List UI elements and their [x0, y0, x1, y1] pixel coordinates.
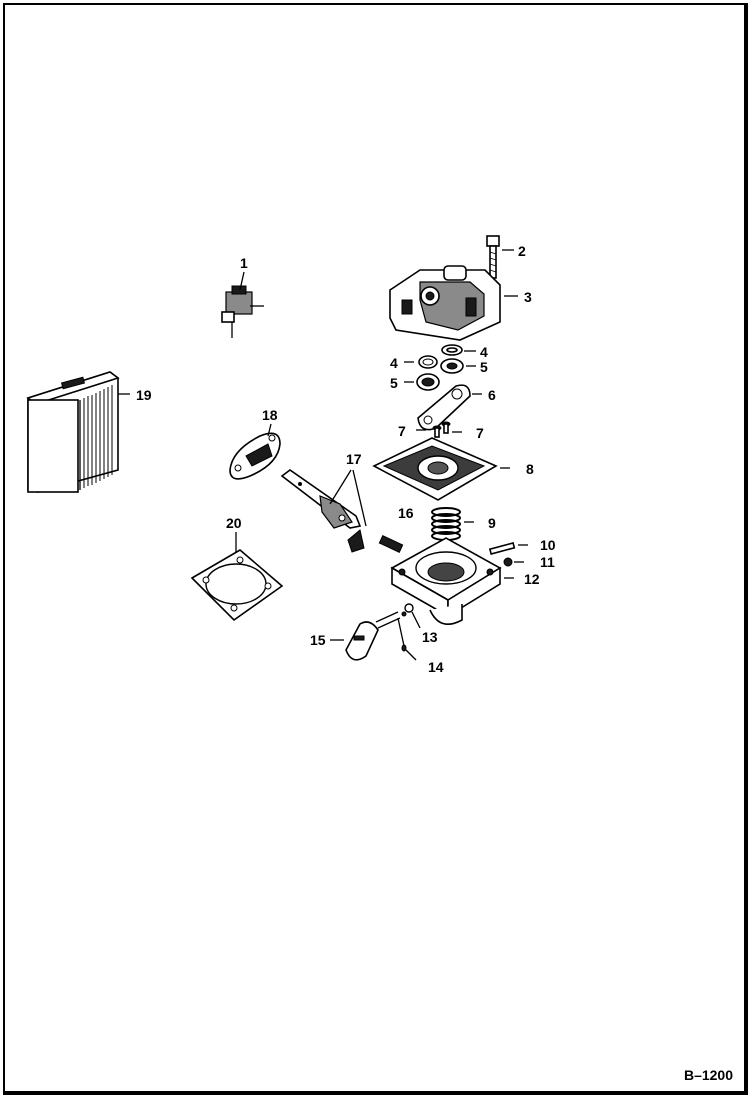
- callout-16: 16: [398, 505, 414, 521]
- callout-17: 17: [346, 451, 362, 467]
- callout-4-left: 4: [390, 355, 398, 371]
- callout-6: 6: [488, 387, 496, 403]
- callout-1: 1: [240, 255, 248, 271]
- part-12-carburetor-body: [390, 537, 502, 626]
- part-8-diaphragm: [372, 437, 498, 501]
- part-5-washer-right: [440, 358, 464, 374]
- part-3-cover: [389, 265, 501, 341]
- part-9-spring: [431, 507, 461, 541]
- part-4-seal-left: [418, 355, 438, 369]
- part-17-shaft-lever: [280, 469, 362, 529]
- part-19-filter-block: [26, 371, 120, 493]
- part-20-flange-gasket: [190, 549, 284, 622]
- callout-13: 13: [422, 629, 438, 645]
- callout-7-right: 7: [476, 425, 484, 441]
- callout-20: 20: [226, 515, 242, 531]
- part-14-screw: [397, 617, 407, 652]
- callout-18: 18: [262, 407, 278, 423]
- part-7-screw-left: [432, 425, 442, 438]
- part-6-lever-plate: [417, 384, 471, 431]
- callout-10: 10: [540, 537, 556, 553]
- callout-4-right: 4: [480, 344, 488, 360]
- part-11-nut: [503, 557, 513, 567]
- drawing-frame: [3, 3, 748, 1095]
- callout-5-left: 5: [390, 375, 398, 391]
- callout-3: 3: [524, 289, 532, 305]
- callout-2: 2: [518, 243, 526, 259]
- part-10-pin: [488, 541, 516, 555]
- part-16-spring-pin: [347, 529, 404, 553]
- part-7-screw-right: [441, 421, 451, 434]
- callout-12: 12: [524, 571, 540, 587]
- part-13-washer: [401, 603, 414, 617]
- callout-labels: 1 2 3 4 4 5 5 6 7 7 8 9 10 11 12 13 14 1…: [136, 243, 556, 675]
- leader-lines: [118, 249, 528, 661]
- callout-14: 14: [428, 659, 444, 675]
- part-15-throttle-plate: [345, 611, 401, 661]
- part-1-switch: [221, 285, 264, 338]
- part-5-washer-left: [416, 373, 440, 391]
- callout-19: 19: [136, 387, 152, 403]
- callout-8: 8: [526, 461, 534, 477]
- callout-5-right: 5: [480, 359, 488, 375]
- callout-7-left: 7: [398, 423, 406, 439]
- part-4-seal-right: [441, 344, 463, 356]
- callout-15: 15: [310, 632, 326, 648]
- part-2-screw: [486, 235, 500, 279]
- callout-11: 11: [540, 554, 555, 570]
- part-18-gasket: [229, 432, 281, 480]
- figure-id: B–1200: [683, 1067, 733, 1083]
- callout-9: 9: [488, 515, 496, 531]
